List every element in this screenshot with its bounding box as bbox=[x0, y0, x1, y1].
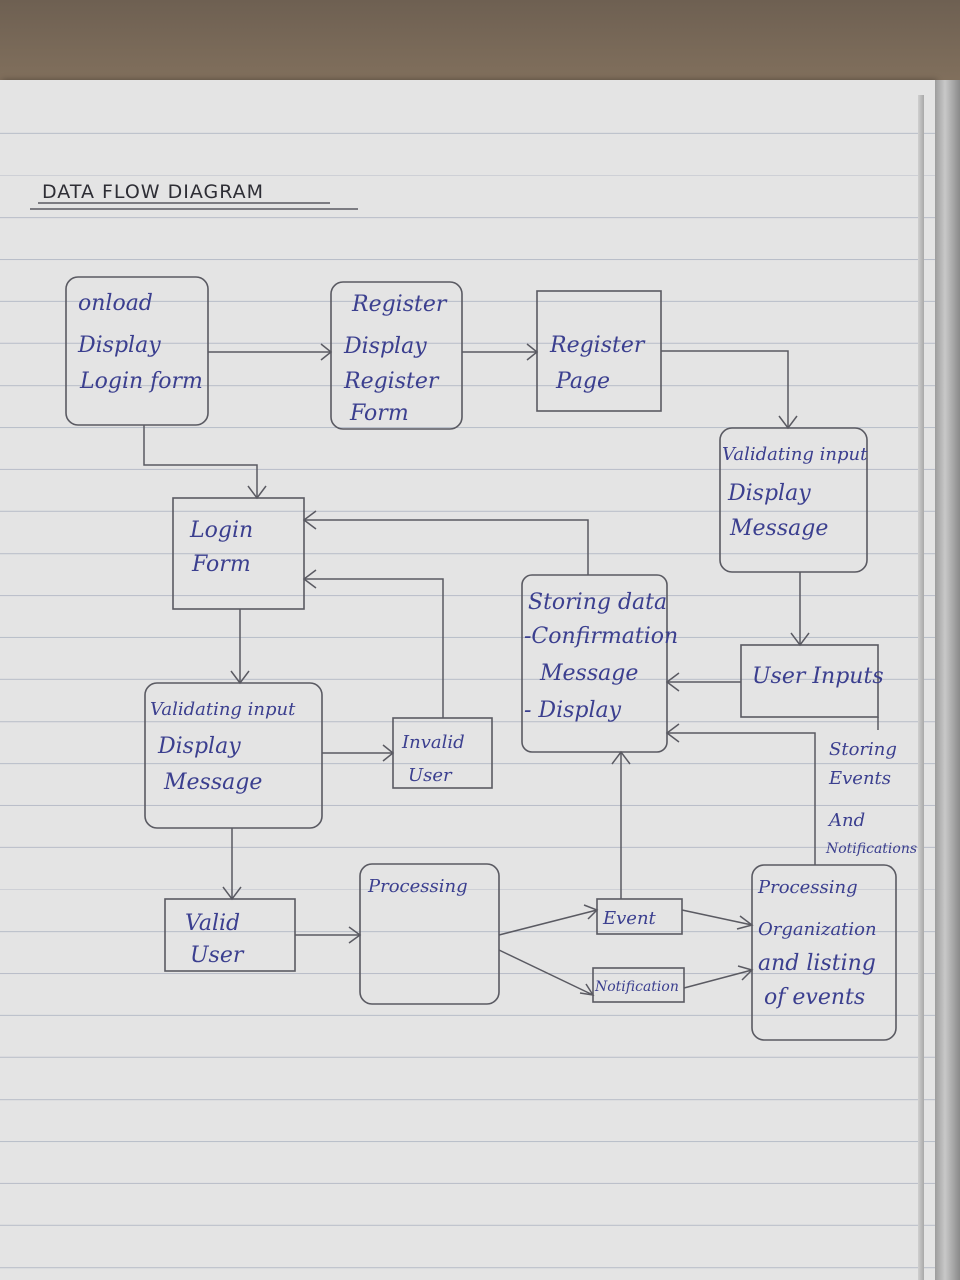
arrowhead bbox=[222, 886, 242, 901]
valid-user-text-1: Valid bbox=[185, 911, 240, 936]
arrowhead bbox=[320, 343, 333, 361]
register-form-box bbox=[330, 281, 463, 430]
validating-left-text-3: Message bbox=[163, 770, 262, 795]
notification-text: Notification bbox=[594, 979, 679, 995]
arrowhead bbox=[247, 485, 267, 500]
validating-top-text-1: Validating input bbox=[722, 444, 868, 465]
arrowhead bbox=[526, 343, 539, 361]
arrowhead bbox=[230, 670, 250, 685]
arrowhead bbox=[579, 983, 595, 996]
invalid-user-text-1: Invalid bbox=[401, 732, 465, 753]
onload-text-2: Display bbox=[77, 333, 161, 358]
arrow-onload-login bbox=[143, 425, 258, 498]
validating-left-box bbox=[144, 682, 323, 829]
valid-user-text-2: User bbox=[190, 943, 245, 968]
arrowhead bbox=[778, 415, 798, 430]
register-page-text-2: Page bbox=[555, 369, 610, 394]
arrow-processing-notification bbox=[498, 949, 594, 996]
next-page-edge bbox=[935, 80, 960, 1280]
onload-text-1: onload bbox=[78, 291, 153, 316]
diagram-title: DATA FLOW DIAGRAM bbox=[42, 181, 264, 203]
arrowhead bbox=[665, 672, 680, 692]
arrowhead bbox=[583, 904, 599, 920]
processing-text: Processing bbox=[367, 876, 468, 897]
arrowhead bbox=[302, 569, 317, 589]
arrow-processing-event bbox=[498, 909, 598, 936]
arrow-event-org bbox=[681, 909, 753, 926]
storing-data-text-3: Message bbox=[539, 661, 638, 686]
processing-org-box bbox=[751, 864, 897, 1041]
validating-top-text-2: Display bbox=[727, 481, 811, 506]
login-form-text-2: Form bbox=[191, 552, 251, 577]
register-form-text-1: Register bbox=[351, 292, 448, 317]
notebook-page bbox=[0, 80, 935, 1280]
arrowhead bbox=[736, 915, 754, 930]
processing-org-text-2: Organization bbox=[758, 919, 877, 940]
arrowhead bbox=[611, 750, 631, 765]
validating-top-text-3: Message bbox=[729, 516, 828, 541]
arrowhead bbox=[348, 926, 362, 944]
validating-left-text-1: Validating input bbox=[150, 699, 296, 720]
storing-data-text-2: -Confirmation bbox=[524, 624, 678, 649]
invalid-user-text-2: User bbox=[408, 765, 453, 786]
storing-events-label-4: Notifications bbox=[825, 841, 917, 857]
processing-org-text-3: and listing bbox=[758, 951, 876, 976]
event-text: Event bbox=[602, 908, 657, 929]
event-box bbox=[596, 898, 683, 935]
arrowhead bbox=[302, 510, 317, 530]
storing-data-text-1: Storing data bbox=[528, 590, 667, 615]
processing-box bbox=[359, 863, 500, 1005]
page-fold bbox=[918, 95, 924, 1280]
login-form-box bbox=[172, 497, 305, 610]
arrow-invalid-login bbox=[304, 578, 444, 718]
processing-org-text-4: of events bbox=[764, 985, 865, 1010]
register-form-text-3: Register bbox=[343, 369, 440, 394]
arrow-storing-login bbox=[304, 519, 589, 575]
validating-left-text-2: Display bbox=[157, 734, 241, 759]
arrow-notification-org bbox=[683, 969, 753, 989]
storing-data-box bbox=[521, 574, 668, 753]
arrow-page-validating bbox=[661, 350, 789, 428]
arrowhead bbox=[737, 965, 754, 981]
register-form-text-4: Form bbox=[349, 401, 409, 426]
validating-top-box bbox=[719, 427, 868, 573]
onload-text-3: Login form bbox=[79, 369, 203, 394]
login-form-text-1: Login bbox=[189, 518, 253, 543]
arrowhead bbox=[665, 723, 680, 743]
arrowhead bbox=[790, 632, 810, 647]
processing-org-text-1: Processing bbox=[757, 877, 858, 898]
arrowhead bbox=[382, 744, 395, 762]
notification-box bbox=[592, 967, 685, 1003]
storing-events-label-3: And bbox=[827, 810, 865, 831]
register-page-text-1: Register bbox=[549, 333, 646, 358]
storing-events-label-2: Events bbox=[828, 768, 891, 789]
onload-box bbox=[65, 276, 209, 426]
storing-events-label-1: Storing bbox=[829, 739, 897, 760]
register-form-text-2: Display bbox=[343, 334, 427, 359]
user-inputs-box bbox=[740, 644, 879, 718]
storing-data-text-4: - Display bbox=[524, 698, 622, 723]
user-inputs-text: User Inputs bbox=[752, 664, 884, 689]
arrow-processing-storing bbox=[667, 732, 816, 865]
